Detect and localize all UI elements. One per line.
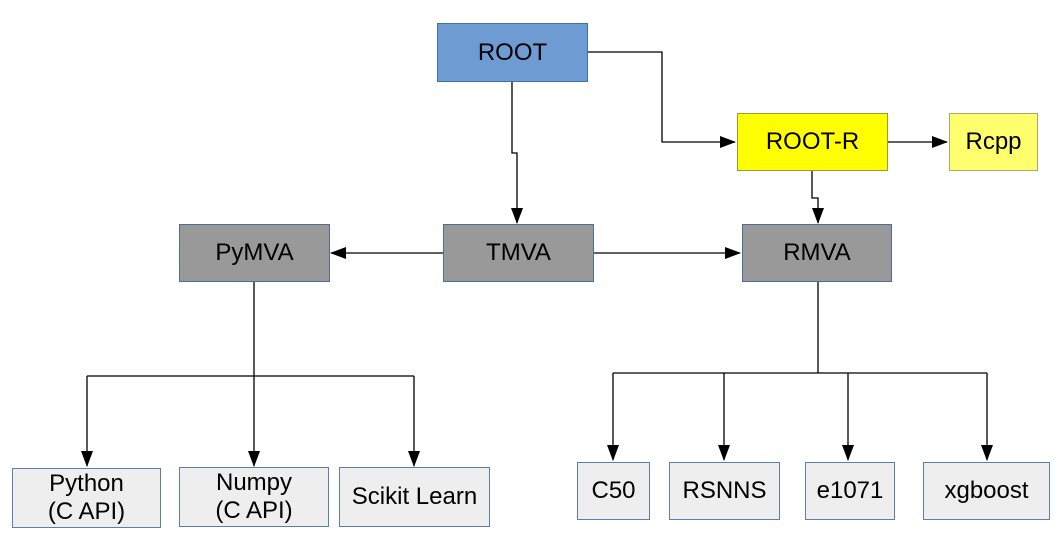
node-tmva-label: TMVA	[486, 239, 551, 267]
node-numpy: Numpy (C API)	[179, 467, 329, 527]
node-xgboost-label: xgboost	[944, 477, 1029, 505]
node-rsnns: RSNNS	[669, 462, 780, 520]
node-root-r: ROOT-R	[737, 113, 888, 171]
node-c50: C50	[577, 462, 650, 520]
node-c50-label: C50	[591, 477, 636, 505]
node-pymva: PyMVA	[179, 224, 330, 282]
node-root-r-label: ROOT-R	[765, 128, 860, 156]
node-python-label: Python (C API)	[47, 470, 126, 525]
node-rcpp-label: Rcpp	[965, 128, 1022, 156]
node-e1071: e1071	[805, 462, 895, 520]
node-root-label: ROOT	[477, 38, 548, 66]
node-python: Python (C API)	[12, 468, 161, 528]
node-rmva-label: RMVA	[783, 239, 851, 267]
node-pymva-label: PyMVA	[215, 239, 294, 267]
node-xgboost: xgboost	[923, 462, 1050, 520]
node-rmva: RMVA	[742, 224, 892, 282]
node-scikit-learn: Scikit Learn	[339, 467, 490, 527]
edge-root-to-root-r	[588, 51, 736, 148]
node-root: ROOT	[437, 23, 588, 82]
node-scikit-label: Scikit Learn	[351, 483, 478, 511]
node-tmva: TMVA	[443, 224, 594, 282]
node-numpy-label: Numpy (C API)	[215, 469, 293, 524]
edge-root-r-to-rmva	[811, 171, 824, 224]
node-rcpp: Rcpp	[949, 113, 1038, 171]
node-rsnns-label: RSNNS	[682, 477, 767, 505]
edge-root-to-tmva	[511, 82, 523, 224]
node-e1071-label: e1071	[816, 477, 884, 505]
